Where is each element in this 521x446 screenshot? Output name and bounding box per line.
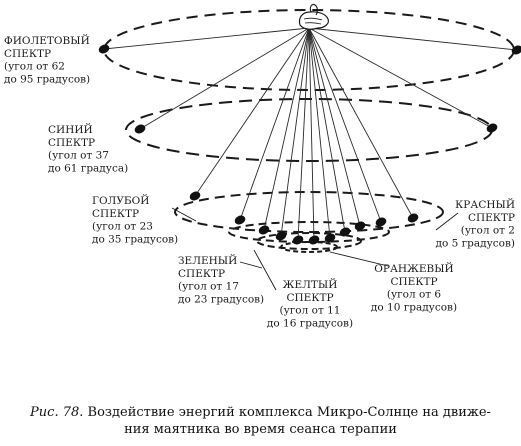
label-yellow-line-1: ЖЕЛТЫЙ (283, 277, 338, 291)
pendulum-bob-1 (98, 44, 110, 54)
label-red-line-2: СПЕКТР (468, 212, 515, 224)
figure-caption: Рис. 78. Воздействие энергий комплекса М… (0, 404, 521, 438)
label-yellow-line-4: до 16 градусов) (267, 317, 353, 329)
label-light-blue-line-2: СПЕКТР (92, 208, 139, 220)
label-light-blue-line-4: до 35 градусов) (92, 233, 178, 245)
label-yellow-line-3: (угол от 11 (280, 305, 341, 317)
label-orange-line-1: ОРАНЖЕВЫЙ (374, 261, 453, 275)
pendulum-bob-4 (486, 123, 498, 133)
label-yellow-line-2: СПЕКТР (286, 292, 333, 304)
label-orange-line-2: СПЕКТР (390, 276, 437, 288)
pendulum-bob-10 (308, 235, 320, 245)
pendulum-bob-12 (339, 227, 351, 237)
pendulum-string-6 (239, 27, 310, 221)
label-violet-line-4: до 95 градусов) (4, 73, 90, 85)
pendulum-bob-14 (375, 217, 387, 227)
label-orange-line-3: (угол от 6 (387, 289, 442, 301)
label-green-line-4: до 23 градусов) (178, 293, 264, 305)
pendulum-bob-13 (354, 221, 366, 231)
label-light-blue-line-3: (угол от 23 (92, 221, 153, 233)
label-orange-line-4: до 10 градусов) (371, 301, 457, 313)
pendulum-string-10 (308, 27, 315, 241)
pendulum-bob-5 (189, 191, 201, 201)
pendulum-string-12 (308, 27, 346, 233)
pendulum-string-15 (308, 27, 414, 219)
pendulum-string-1 (103, 27, 310, 50)
label-green-line-1: ЗЕЛЕНЫЙ (178, 253, 237, 267)
label-blue-line-1: СИНИЙ (48, 122, 93, 136)
hand-finger (309, 3, 318, 16)
pendulum-bob-9 (292, 235, 304, 245)
pendulum-bob-15 (407, 213, 419, 223)
pointer-line-2 (239, 261, 263, 269)
pendulum-strings (103, 27, 518, 241)
label-blue-line-4: до 61 градуса) (48, 162, 128, 174)
hand-outline (298, 11, 329, 30)
orbit-ellipse-3 (174, 191, 444, 233)
caption-line-1: Рис. 78. Воздействие энергий комплекса М… (0, 404, 521, 421)
orbit-ellipse-5 (256, 232, 362, 250)
label-violet-line-2: СПЕКТР (4, 48, 51, 60)
pendulum-bob-11 (324, 233, 336, 243)
pendulum-string-14 (308, 27, 382, 223)
label-green-line-2: СПЕКТР (178, 268, 225, 280)
pendulum-string-8 (280, 27, 310, 237)
pendulum-string-4 (308, 27, 493, 129)
label-violet-line-3: (угол от 62 (4, 61, 65, 73)
label-green-line-3: (угол от 17 (178, 281, 239, 293)
orbit-ellipse-6 (280, 241, 338, 253)
pointer-line-4 (329, 251, 389, 267)
label-red-line-4: до 5 градусов) (436, 237, 515, 249)
pendulum-string-7 (263, 27, 310, 231)
pendulum-bobs (98, 44, 521, 245)
label-blue-line-2: СПЕКТР (48, 137, 95, 149)
pendulum-string-5 (194, 27, 310, 197)
pendulum-string-11 (308, 27, 331, 239)
pendulum-string-13 (308, 27, 361, 227)
label-red-line-3: (угол от 2 (461, 225, 515, 237)
pendulum-bob-2 (511, 45, 521, 55)
pendulum-bob-7 (258, 225, 270, 235)
pendulum-string-2 (308, 27, 518, 51)
label-pointers (171, 207, 459, 291)
label-blue-line-3: (угол от 37 (48, 150, 109, 162)
pointer-line-1 (171, 207, 197, 222)
hand-knuckles (303, 17, 323, 25)
label-violet-line-1: ФИОЛЕТОВЫЙ (4, 33, 90, 47)
pendulum-bob-6 (234, 215, 246, 225)
pendulum-bob-3 (134, 124, 146, 134)
pointer-line-5 (435, 212, 459, 231)
orbit-ellipse-2 (125, 98, 493, 162)
pendulum-string-3 (139, 27, 310, 130)
hand-icon (298, 3, 329, 30)
caption-line-2: ния маятника во время сеанса терапии (124, 422, 397, 437)
caption-text-1: Воздействие энергий комплекса Микро-Солн… (87, 405, 491, 420)
label-light-blue-line-1: ГОЛУБОЙ (92, 193, 149, 207)
pointer-line-3 (253, 249, 277, 291)
pendulum-bob-8 (275, 231, 287, 241)
label-red-line-1: КРАСНЫЙ (455, 197, 515, 211)
caption-prefix: Рис. 78. (30, 405, 84, 420)
pendulum-string-9 (297, 27, 310, 241)
